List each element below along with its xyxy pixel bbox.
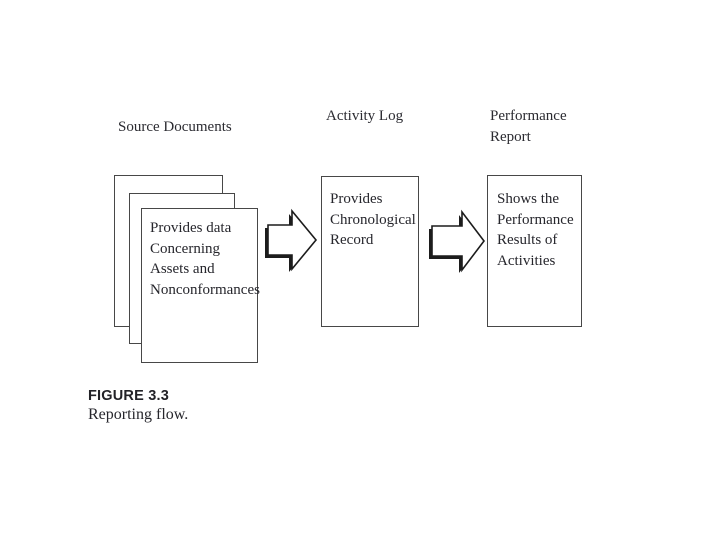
- performance-report-text: Shows the Performance Results of Activit…: [497, 191, 574, 269]
- performance-report-box: Shows the Performance Results of Activit…: [487, 175, 582, 327]
- source-documents-label: Source Documents: [118, 119, 232, 135]
- activity-log-text: Provides Chronological Record: [330, 191, 416, 248]
- flow-arrow-icon: [265, 208, 318, 272]
- flow-arrow-icon: [429, 209, 486, 273]
- flow-arrow-body: [431, 209, 486, 273]
- flow-arrow-body: [267, 208, 318, 272]
- activity-log-label: Activity Log: [326, 108, 404, 124]
- activity-log-box: Provides Chronological Record: [321, 176, 419, 327]
- figure-caption-number: FIGURE 3.3: [88, 388, 169, 404]
- source-document-front: Provides data Concerning Assets and Nonc…: [141, 208, 260, 363]
- source-document-text: Provides data Concerning Assets and Nonc…: [150, 220, 260, 298]
- figure-caption-text: Reporting flow.: [88, 406, 189, 423]
- performance-report-label: Performance Report: [490, 108, 567, 145]
